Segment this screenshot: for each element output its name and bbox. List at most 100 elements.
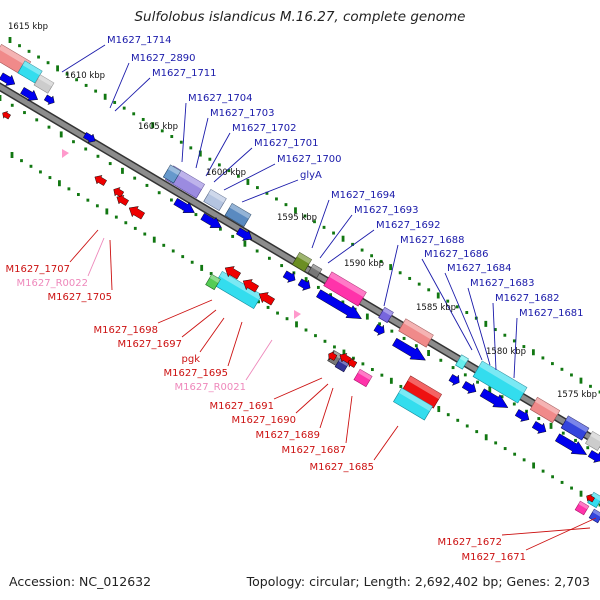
inner-tick [10, 103, 14, 107]
forward-tick [236, 174, 240, 178]
scale-label: 1595 kbp [277, 213, 317, 223]
forward-tick [103, 93, 107, 100]
reverse-gene-arrow [348, 358, 358, 368]
forward-gene-arrow [373, 324, 385, 336]
forward-tick [198, 150, 202, 157]
inner-tick [476, 380, 479, 384]
forward-tick [370, 254, 374, 258]
reverse-leader-line [319, 387, 334, 429]
reverse-tick [105, 208, 109, 215]
reverse-tick [380, 373, 384, 377]
reverse-leader-line [501, 527, 591, 536]
forward-tick [217, 163, 221, 167]
forward-tick [275, 197, 278, 201]
forward-leader-line [181, 102, 187, 163]
inner-tick [414, 344, 418, 348]
reverse-tick [342, 349, 346, 356]
forward-gene-arrow [461, 381, 477, 394]
reverse-leader-line [373, 425, 399, 461]
reverse-tick [143, 232, 147, 236]
inner-tick [0, 95, 2, 101]
inner-tick [329, 293, 333, 297]
forward-gene-arrow [200, 213, 222, 228]
forward-shaded-block [307, 263, 323, 279]
inner-tick [500, 395, 504, 399]
forward-tick [322, 225, 326, 229]
forward-leader-line [195, 117, 209, 169]
forward-tick [75, 78, 79, 82]
reverse-gene-label: M1627_1707 [5, 264, 70, 275]
reverse-tick [76, 193, 80, 197]
tick-layer [0, 37, 600, 507]
forward-leader-line [383, 244, 399, 307]
forward-shaded-block [323, 271, 367, 307]
forward-tick [541, 356, 545, 360]
forward-gene-label: M1627_1692 [376, 220, 441, 231]
forward-tick [284, 203, 288, 207]
reverse-tick [171, 249, 175, 253]
forward-gene-label: M1627_1683 [470, 278, 535, 289]
forward-tick [379, 259, 383, 263]
inner-tick [341, 300, 345, 304]
forward-tick [37, 55, 40, 59]
inner-tick [549, 422, 553, 429]
reverse-tick [465, 424, 469, 428]
forward-shaded-block [560, 415, 590, 441]
forward-leader-line [421, 258, 473, 351]
forward-shaded-block [529, 396, 561, 424]
inner-tick [316, 285, 320, 289]
forward-gene-arrow [448, 374, 460, 386]
forward-tick [170, 135, 174, 139]
reverse-gene-label: M1627_1698 [93, 325, 158, 336]
forward-gene-arrow [20, 87, 39, 101]
reverse-gene-label: pgk [182, 354, 201, 365]
forward-leader-line [327, 229, 375, 264]
forward-tick [455, 305, 459, 309]
inner-tick [121, 167, 124, 174]
reverse-tick [181, 255, 185, 259]
forward-tick [512, 339, 516, 343]
reverse-tick [86, 198, 90, 202]
feature-layer [0, 44, 600, 524]
forward-tick [351, 242, 354, 246]
forward-shaded-block [224, 202, 252, 228]
reverse-tick [114, 215, 118, 219]
forward-tick [122, 106, 126, 110]
reverse-tick [304, 328, 308, 332]
forward-tick [503, 333, 507, 337]
scale-label: 1580 kbp [486, 347, 526, 357]
reverse-tick [295, 321, 298, 328]
forward-gene-arrow [297, 278, 311, 291]
rna-gene-label: M1627_R0022 [17, 278, 88, 289]
reverse-tick [579, 490, 583, 497]
reverse-tick [389, 377, 393, 384]
reverse-leader-line [227, 321, 243, 367]
inner-tick [23, 111, 26, 115]
reverse-tick [29, 164, 33, 168]
inner-tick [145, 183, 149, 187]
forward-tick [189, 146, 193, 150]
inner-tick [157, 191, 161, 195]
forward-leader-line [311, 199, 330, 249]
reverse-gene-label: M1627_1705 [47, 292, 112, 303]
forward-gene-arrow [0, 72, 16, 86]
reverse-gene-label: M1627_1697 [117, 339, 182, 350]
inner-tick [108, 162, 112, 166]
rna-gene-marker [294, 310, 301, 319]
forward-tick [265, 191, 269, 195]
forward-tick [436, 292, 440, 299]
inner-tick [512, 402, 516, 406]
forward-tick [522, 345, 526, 349]
forward-gene-arrow [236, 227, 253, 241]
reverse-tick [67, 187, 71, 191]
inner-tick [402, 336, 406, 340]
inner-tick [170, 198, 173, 202]
inner-tick [390, 329, 394, 333]
forward-tick [141, 117, 145, 121]
reverse-tick [200, 264, 204, 271]
forward-tick [8, 37, 12, 43]
reverse-gene-arrow [328, 351, 338, 361]
forward-leader-line [205, 132, 231, 177]
forward-tick [531, 349, 535, 356]
